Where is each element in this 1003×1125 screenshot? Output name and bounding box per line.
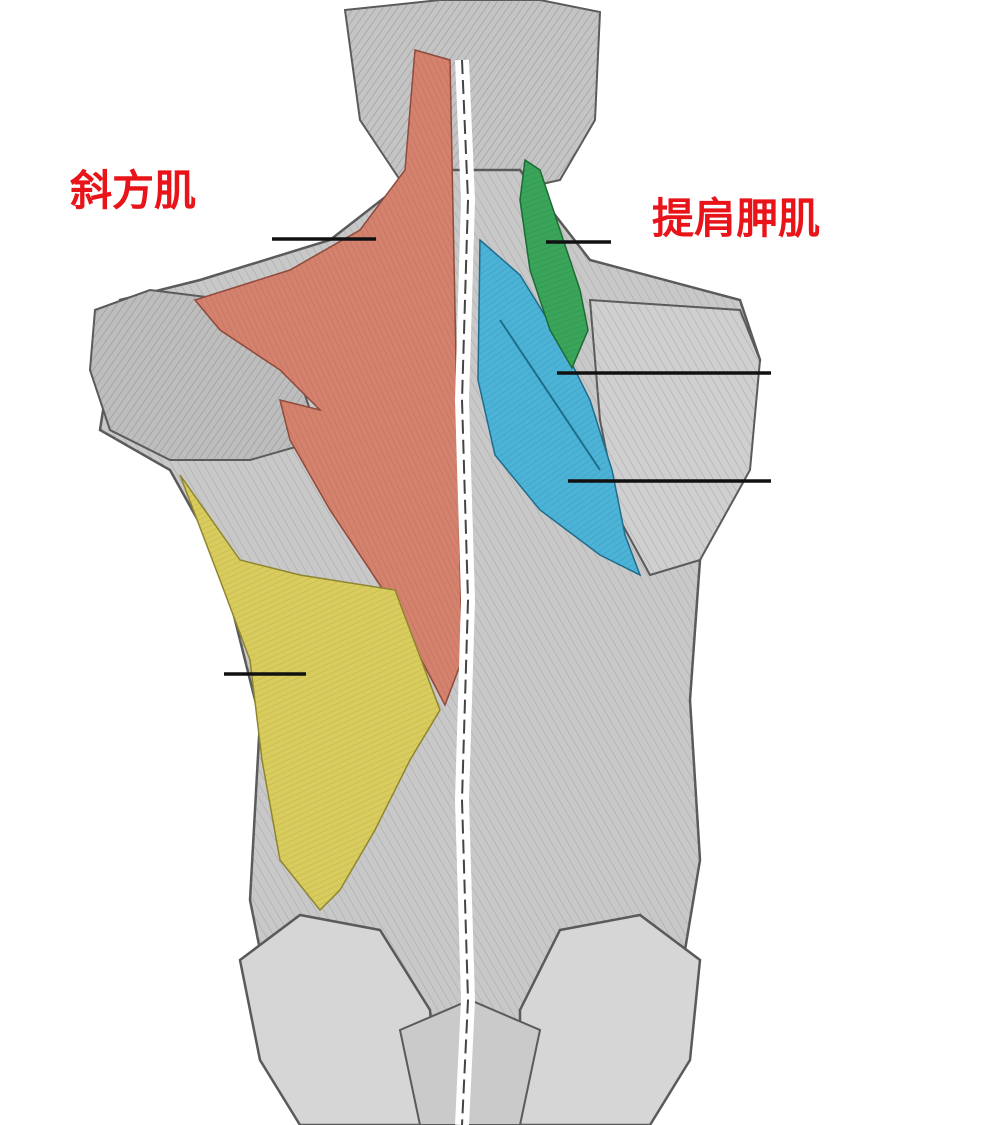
levator-scapulae-label: 提肩胛肌	[652, 194, 821, 243]
latissimus-dorsi-muscle	[179, 474, 441, 912]
trapezius-muscle	[193, 49, 463, 707]
leader-lines	[224, 237, 771, 676]
left-shoulder	[88, 288, 322, 461]
trapezius-label: 斜方肌	[70, 166, 197, 215]
right-scapula	[588, 298, 762, 577]
spine	[454, 59, 476, 1125]
levator-scapulae-muscle	[519, 158, 589, 370]
